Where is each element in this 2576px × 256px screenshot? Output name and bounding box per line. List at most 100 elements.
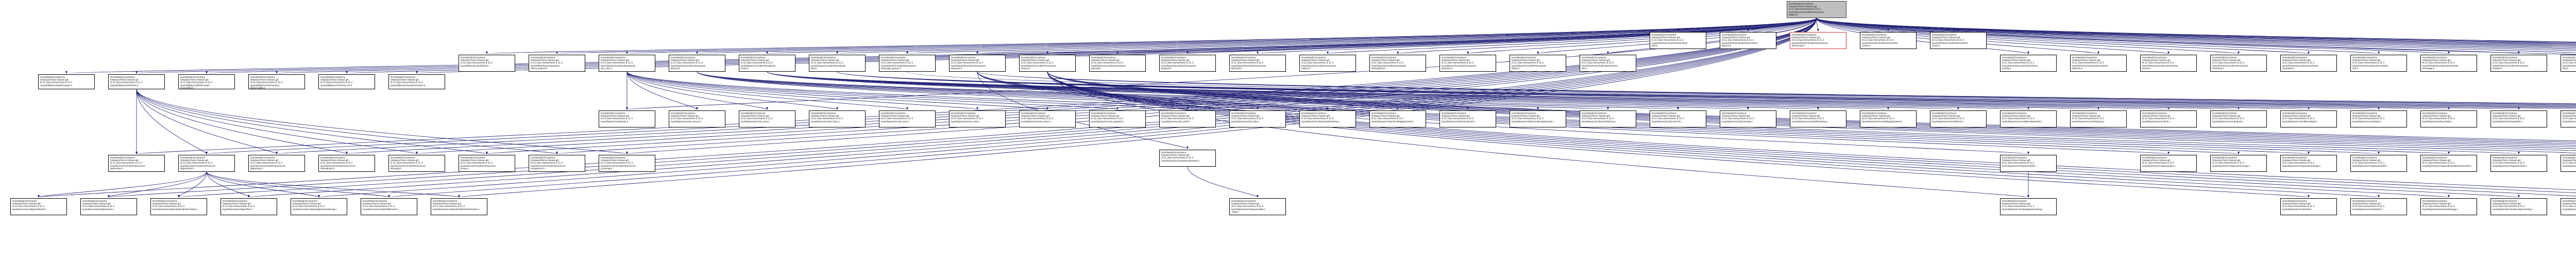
graph-node[interactable]: /mnt/data0/chrisj/rtems/releases/rtems-r… [2561, 155, 2576, 172]
graph-node[interactable]: /mnt/data0/chrisj/rtems/releases/rtems-r… [739, 110, 795, 127]
graph-node[interactable]: /mnt/data0/chrisj/rtems/releases/rtems-r… [459, 55, 515, 72]
graph-node-root[interactable]: /mnt/data0/chrisj/rtems/releases/rtems-r… [1787, 1, 1846, 18]
graph-node[interactable]: /mnt/data0/chrisj/rtems/releases/rtems-r… [2210, 55, 2267, 72]
graph-node[interactable]: /mnt/data0/chrisj/rtems/releases/rtems-r… [739, 55, 795, 72]
graph-node[interactable]: /mnt/data0/chrisj/rtems/releases/rtems-r… [388, 155, 445, 172]
graph-node[interactable]: /mnt/data0/chrisj/rtems/releases/rtems-r… [38, 74, 95, 89]
graph-node[interactable]: /mnt/data0/chrisj/rtems/releases/rtems-r… [669, 110, 725, 127]
graph-node[interactable]: /mnt/data0/chrisj/rtems/releases/rtems-r… [2070, 110, 2127, 127]
graph-node[interactable]: /mnt/data0/chrisj/rtems/releases/rtems-r… [529, 155, 585, 172]
graph-node[interactable]: /mnt/data0/chrisj/rtems/releases/rtems-r… [2280, 198, 2337, 215]
graph-node[interactable]: /mnt/data0/chrisj/rtems/releases/rtems-r… [669, 55, 725, 72]
graph-node[interactable]: /mnt/data0/chrisj/rtems/releases/rtems-r… [879, 55, 936, 72]
graph-node[interactable]: /mnt/data0/chrisj/rtems/releases/rtems-r… [809, 110, 866, 127]
graph-node[interactable]: /mnt/data0/chrisj/rtems/releases/rtems-r… [2280, 155, 2337, 172]
graph-node[interactable]: /mnt/data0/chrisj/rtems/releases/rtems-r… [2000, 110, 2057, 127]
graph-node[interactable]: /mnt/data0/chrisj/rtems/releases/rtems-r… [2350, 198, 2407, 215]
graph-node[interactable]: /mnt/data0/chrisj/rtems/releases/rtems-r… [1580, 110, 1636, 127]
graph-node[interactable]: /mnt/data0/chrisj/rtems/releases/rtems-r… [1790, 110, 1846, 127]
graph-node[interactable]: /mnt/data0/chrisj/rtems/releases/rtems-r… [108, 155, 165, 172]
graph-node[interactable]: /mnt/data0/chrisj/rtems/releases/rtems-r… [2490, 110, 2547, 127]
graph-node[interactable]: /mnt/data0/chrisj/rtems/releases/rtems-r… [431, 198, 487, 215]
graph-node[interactable]: /mnt/data0/chrisj/rtems/releases/rtems-r… [879, 110, 936, 127]
graph-node[interactable]: /mnt/data0/chrisj/rtems/releases/rtems-r… [10, 198, 67, 215]
graph-node[interactable]: /mnt/data0/chrisj/rtems/releases/rtems-r… [1439, 110, 1496, 127]
graph-node[interactable]: /mnt/data0/chrisj/rtems/releases/rtems-r… [388, 74, 445, 89]
graph-node[interactable]: /mnt/data0/chrisj/rtems/releases/rtems-r… [2490, 155, 2547, 172]
graph-node[interactable]: /mnt/data0/chrisj/rtems/releases/rtems-r… [1089, 55, 1146, 72]
graph-node[interactable]: /mnt/data0/chrisj/rtems/releases/rtems-r… [1019, 55, 1076, 72]
graph-node[interactable]: /mnt/data0/chrisj/rtems/releases/rtems-r… [1580, 55, 1636, 72]
graph-node[interactable]: /mnt/data0/chrisj/rtems/releases/rtems-r… [2350, 55, 2407, 72]
graph-node-line: /releases/rtems-release.git [1931, 36, 1960, 39]
graph-node[interactable]: /mnt/data0/chrisj/rtems/releases/rtems-r… [529, 55, 585, 72]
graph-node[interactable]: /mnt/data0/chrisj/rtems/releases/rtems-r… [809, 55, 866, 72]
graph-node[interactable]: /mnt/data0/chrisj/rtems/releases/rtems-r… [2420, 155, 2477, 172]
graph-node[interactable]: /mnt/data0/chrisj/rtems/releases/rtems-r… [248, 155, 305, 172]
graph-node[interactable]: /mnt/data0/chrisj/rtems/releases/rtems-r… [1439, 55, 1496, 72]
graph-node[interactable]: /mnt/data0/chrisj/rtems/releases/rtems-r… [2140, 55, 2197, 72]
graph-node[interactable]: /mnt/data0/chrisj/rtems/releases/rtems-r… [949, 55, 1006, 72]
graph-node[interactable]: /mnt/data0/chrisj/rtems/releases/rtems-r… [1720, 32, 1776, 49]
graph-node[interactable]: /mnt/data0/chrisj/rtems/releases/rtems-r… [2350, 155, 2407, 172]
graph-node[interactable]: /mnt/data0/chrisj/rtems/releases/rtems-r… [108, 74, 165, 89]
graph-node[interactable]: /mnt/data0/chrisj/rtems/releases/rtems-r… [599, 55, 655, 72]
graph-node[interactable]: /mnt/data0/chrisj/rtems/releases/rtems-r… [2140, 110, 2197, 127]
graph-node[interactable]: /mnt/data0/chrisj/rtems/releases/rtems-r… [1930, 110, 1987, 127]
graph-node[interactable]: /mnt/data0/chrisj/rtems/releases/rtems-r… [2000, 55, 2057, 72]
graph-node[interactable]: /mnt/data0/chrisj/rtems/releases/rtems-r… [1650, 32, 1706, 49]
graph-node[interactable]: /mnt/data0/chrisj/rtems/releases/rtems-r… [1089, 110, 1146, 127]
graph-node[interactable]: /mnt/data0/chrisj/rtems/releases/rtems-r… [318, 74, 375, 89]
graph-node[interactable]: /mnt/data0/chrisj/rtems/releases/rtems-r… [2420, 55, 2477, 72]
graph-node[interactable]: /mnt/data0/chrisj/rtems/releases/rtems-r… [2561, 198, 2576, 215]
graph-node[interactable]: /mnt/data0/chrisj/rtems/releases/rtems-r… [1369, 55, 1426, 72]
graph-node[interactable]: /mnt/data0/chrisj/rtems/releases/rtems-r… [2210, 110, 2267, 127]
graph-node[interactable]: /mnt/data0/chrisj/rtems/releases/rtems-r… [1369, 110, 1426, 127]
graph-node[interactable]: /mnt/data0/chrisj/rtems/releases/rtems-r… [2420, 198, 2477, 215]
graph-node[interactable]: /mnt/data0/chrisj/rtems/releases/rtems-r… [2210, 155, 2267, 172]
graph-node[interactable]: /mnt/data0/chrisj/rtems/releases/rtems-r… [361, 198, 417, 215]
graph-node[interactable]: /mnt/data0/chrisj/rtems/releases/rtems-r… [2490, 55, 2547, 72]
graph-node[interactable]: /mnt/data0/chrisj/rtems/releases/rtems-r… [1510, 55, 1566, 72]
graph-node[interactable]: /mnt/data0/chrisj/rtems/releases/rtems-r… [1299, 110, 1356, 127]
graph-node[interactable]: /mnt/data0/chrisj/rtems/releases/rtems-r… [1019, 110, 1076, 127]
graph-node[interactable]: /mnt/data0/chrisj/rtems/releases/rtems-r… [318, 155, 375, 172]
graph-node[interactable]: /mnt/data0/chrisj/rtems/releases/rtems-r… [2280, 110, 2337, 127]
graph-node[interactable]: /mnt/data0/chrisj/rtems/releases/rtems-r… [2000, 155, 2057, 172]
graph-node[interactable]: /mnt/data0/chrisj/rtems/releases/rtems-r… [1299, 55, 1356, 72]
graph-node[interactable]: /mnt/data0/chrisj/rtems/releases/rtems-r… [1159, 55, 1216, 72]
graph-node[interactable]: /mnt/data0/chrisj/rtems/releases/rtems-r… [178, 74, 235, 89]
graph-node[interactable]: /mnt/data0/chrisj/rtems/releases/rtems-r… [599, 155, 655, 172]
graph-node[interactable]: /mnt/data0/chrisj/rtems/releases/rtems-r… [1229, 110, 1286, 127]
graph-node[interactable]: /mnt/data0/chrisj/rtems/releases/rtems-r… [2420, 110, 2477, 127]
graph-edge [626, 71, 838, 110]
graph-node[interactable]: /mnt/data0/chrisj/rtems/releases/rtems-r… [2561, 55, 2576, 72]
graph-node[interactable]: /mnt/data0/chrisj/rtems/releases/rtems-r… [291, 198, 347, 215]
graph-node[interactable]: /mnt/data0/chrisj/rtems/releases/rtems-r… [2000, 198, 2057, 215]
graph-node[interactable]: /mnt/data0/chrisj/rtems/releases/rtems-r… [1860, 32, 1917, 49]
graph-node[interactable]: /mnt/data0/chrisj/rtems/releases/rtems-r… [150, 198, 207, 215]
graph-node[interactable]: /mnt/data0/chrisj/rtems/releases/rtems-r… [459, 155, 515, 172]
graph-node[interactable]: /mnt/data0/chrisj/rtems/releases/rtems-r… [248, 74, 305, 89]
graph-node[interactable]: /mnt/data0/chrisj/rtems/releases/rtems-r… [2561, 110, 2576, 127]
graph-node[interactable]: /mnt/data0/chrisj/rtems/releases/rtems-r… [178, 155, 235, 172]
graph-node[interactable]: /mnt/data0/chrisj/rtems/releases/rtems-r… [1930, 32, 1987, 49]
graph-node[interactable]: /mnt/data0/chrisj/rtems/releases/rtems-r… [2490, 198, 2547, 215]
graph-node[interactable]: /mnt/data0/chrisj/rtems/releases/rtems-r… [1720, 110, 1776, 127]
graph-node[interactable]: /mnt/data0/chrisj/rtems/releases/rtems-r… [1860, 110, 1917, 127]
graph-node[interactable]: /mnt/data0/chrisj/rtems/releases/rtems-r… [1510, 110, 1566, 127]
graph-node[interactable]: /mnt/data0/chrisj/rtems/releases/rtems-r… [1790, 32, 1846, 49]
graph-node[interactable]: /mnt/data0/chrisj/rtems/releases/rtems-r… [1650, 110, 1706, 127]
graph-node[interactable]: /mnt/data0/chrisj/rtems/releases/rtems-r… [2070, 55, 2127, 72]
graph-node[interactable]: /mnt/data0/chrisj/rtems/releases/rtems-r… [221, 198, 277, 215]
graph-node[interactable]: /mnt/data0/chrisj/rtems/releases/rtems-r… [2280, 55, 2337, 72]
graph-node[interactable]: /mnt/data0/chrisj/rtems/releases/rtems-r… [1159, 150, 1216, 167]
graph-node[interactable]: /mnt/data0/chrisj/rtems/releases/rtems-r… [1159, 110, 1216, 127]
graph-node[interactable]: /mnt/data0/chrisj/rtems/releases/rtems-r… [2140, 155, 2197, 172]
graph-node[interactable]: /mnt/data0/chrisj/rtems/releases/rtems-r… [2350, 110, 2407, 127]
graph-node[interactable]: /mnt/data0/chrisj/rtems/releases/rtems-r… [949, 110, 1006, 127]
graph-node[interactable]: /mnt/data0/chrisj/rtems/releases/rtems-r… [1229, 198, 1286, 215]
graph-node[interactable]: /mnt/data0/chrisj/rtems/releases/rtems-r… [80, 198, 137, 215]
graph-node[interactable]: /mnt/data0/chrisj/rtems/releases/rtems-r… [599, 110, 655, 127]
graph-node[interactable]: /mnt/data0/chrisj/rtems/releases/rtems-r… [1229, 55, 1286, 72]
